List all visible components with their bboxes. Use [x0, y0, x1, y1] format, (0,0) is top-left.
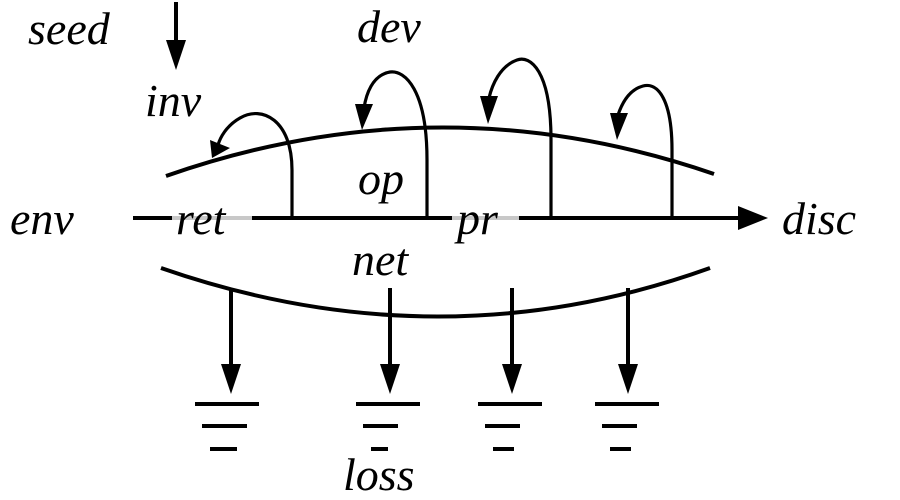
loop-arrowhead [610, 113, 628, 140]
loss-arrowhead [502, 364, 522, 394]
loss-sink-3 [478, 288, 542, 451]
label-env: env [10, 193, 74, 244]
label-dev: dev [357, 1, 421, 52]
loss-sink-2 [356, 288, 420, 451]
loss-arrowhead [618, 364, 638, 394]
feedback-loop-1 [210, 112, 294, 216]
feedback-loop-2 [355, 70, 429, 216]
loop-arrowhead [210, 140, 230, 158]
loop-arrowhead [480, 96, 498, 124]
loop-arrowhead [355, 104, 373, 130]
seed-arrow [166, 2, 186, 70]
axis-arrowhead [738, 206, 768, 230]
upper-curve [165, 125, 715, 178]
feedback-loop-3 [480, 57, 553, 216]
label-seed: seed [28, 3, 111, 54]
label-inv: inv [145, 75, 202, 126]
seed-arrowhead [166, 40, 186, 70]
label-op: op [358, 153, 404, 204]
feedback-loop-4 [610, 83, 674, 216]
loss-arrowhead [380, 364, 400, 394]
ground-icon [478, 402, 542, 451]
label-net: net [352, 234, 409, 285]
label-pr: pr [454, 193, 499, 244]
loss-arrowhead [221, 364, 241, 394]
loss-sink-4 [595, 288, 659, 451]
ground-icon [195, 402, 259, 451]
lower-curve [160, 266, 711, 319]
label-ret: ret [176, 193, 227, 244]
label-disc: disc [782, 193, 856, 244]
ground-icon [595, 402, 659, 451]
loss-sink-1 [195, 288, 259, 451]
main-axis [133, 206, 768, 230]
label-loss: loss [343, 449, 415, 500]
ground-icon [356, 402, 420, 451]
